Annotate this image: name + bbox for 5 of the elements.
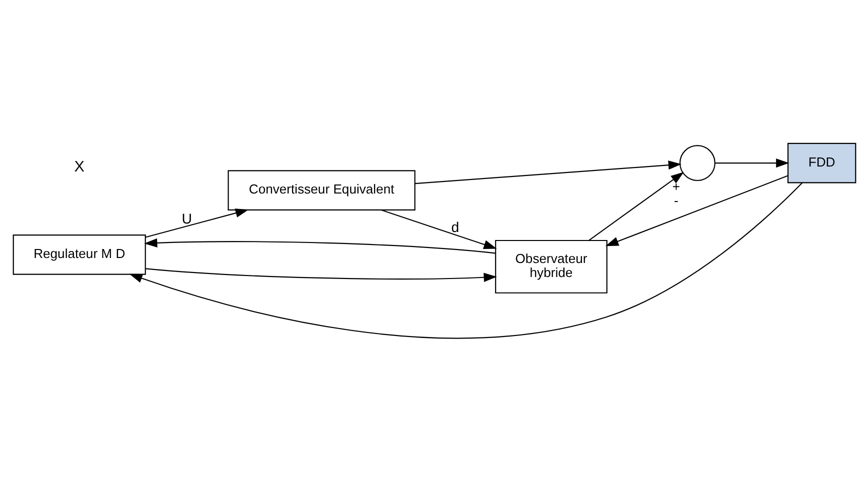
edge-label: U — [181, 211, 192, 228]
label: X — [74, 158, 84, 176]
node-label: + — [672, 178, 680, 194]
edge-label: d — [450, 220, 459, 236]
node-label: - — [673, 193, 678, 208]
